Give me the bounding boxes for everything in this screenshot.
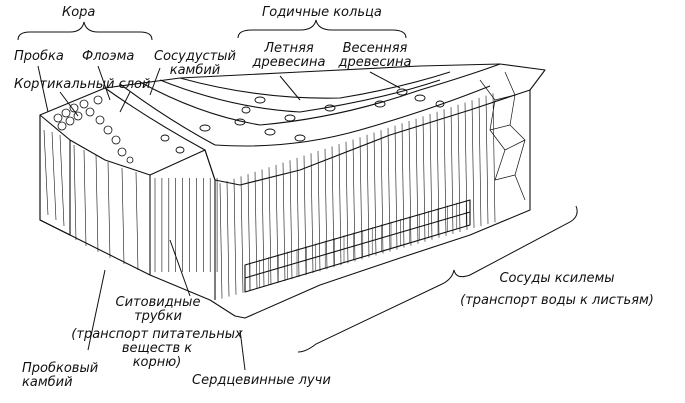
label-cortical-layer: Кортикальный слой <box>14 77 151 92</box>
label-vascular-cambium-line1: Сосудустый <box>154 49 236 64</box>
xylem-brace <box>297 205 578 353</box>
wood-fiber-line <box>387 127 391 252</box>
label-cork-cambium-line1: Пробковый <box>22 361 99 376</box>
label-summer-wood: Летняя древесина <box>244 42 334 70</box>
wood-fiber-line <box>310 153 314 274</box>
wood-fiber-line <box>394 125 398 250</box>
wood-fiber-line <box>464 102 468 231</box>
wood-fiber-line <box>373 132 377 256</box>
wood-fiber-line <box>436 111 440 238</box>
wood-fiber-line <box>303 155 307 276</box>
wood-fiber-line <box>331 146 335 268</box>
wood-fiber-line <box>233 178 237 295</box>
label-kora: Кора <box>62 5 96 20</box>
label-summer-wood-line2: древесина <box>252 55 326 70</box>
wood-fiber-line <box>324 148 328 270</box>
label-phloem: Флоэма <box>82 49 135 64</box>
wood-fiber-line <box>380 130 384 254</box>
label-cork-cambium: Пробковый камбий <box>22 362 98 390</box>
wood-fiber-line <box>296 157 300 278</box>
ray-band <box>244 199 471 293</box>
wood-fiber-line <box>261 169 265 287</box>
label-cork-cambium-line2: камбий <box>22 375 73 390</box>
wood-fiber-line <box>366 134 370 258</box>
wood-fiber-line <box>317 150 321 272</box>
wood-fiber-line <box>450 107 454 234</box>
wood-fiber-line <box>282 162 286 282</box>
label-xylem-vessels: Сосуды ксилемы (транспорт воды к листьям… <box>442 272 672 308</box>
label-xylem-vessels-line1: Сосуды ксилемы <box>499 271 615 286</box>
wood-fiber-line <box>247 174 251 291</box>
wood-fiber-line <box>289 160 293 280</box>
label-cork: Пробка <box>14 49 64 64</box>
wood-fiber-line <box>345 141 349 264</box>
wood-fiber-line <box>422 116 426 242</box>
label-sieve-transport-line3: корню) <box>132 355 182 370</box>
wood-fiber-line <box>485 95 489 225</box>
label-medullary-rays: Сердцевинные лучи <box>192 373 331 388</box>
label-sieve-transport-line2: веществ к <box>121 341 193 356</box>
label-sieve-transport-line1: (транспорт питательных <box>71 327 243 342</box>
wood-fiber-line <box>359 137 363 260</box>
wood-fiber-line <box>352 139 356 262</box>
label-summer-wood-line1: Летняя <box>264 41 314 56</box>
wood-fiber-line <box>275 164 279 283</box>
label-spring-wood-line1: Весенняя <box>342 41 408 56</box>
wood-fiber-line <box>226 180 230 297</box>
wood-fiber-line <box>492 93 496 223</box>
wood-fiber-line <box>240 176 244 293</box>
wood-fiber-line <box>415 118 419 244</box>
label-sieve-tubes-line1: Ситовидные <box>115 295 201 310</box>
label-vascular-cambium-line2: камбий <box>169 63 221 78</box>
wood-fiber-line <box>219 183 223 299</box>
wood-fiber-line <box>338 144 342 266</box>
label-vascular-cambium: Сосудустый камбий <box>140 50 250 78</box>
kora-brace <box>17 21 153 41</box>
label-sieve-transport: (транспорт питательных веществ к корню) <box>52 328 262 370</box>
label-spring-wood: Весенняя древесина <box>330 42 420 70</box>
wood-fiber-line <box>478 97 482 227</box>
label-xylem-vessels-line2: (транспорт воды к листьям) <box>460 293 654 308</box>
label-sieve-tubes: Ситовидные трубки <box>108 296 208 324</box>
label-annual-rings: Годичные кольца <box>262 5 382 20</box>
label-sieve-tubes-line2: трубки <box>134 309 182 324</box>
wood-fiber-line <box>471 100 475 229</box>
label-spring-wood-line2: древесина <box>338 55 412 70</box>
wood-fiber-line <box>401 123 405 248</box>
wood-fiber-line <box>268 167 272 285</box>
bark-face <box>39 114 71 236</box>
rings-brace <box>237 19 407 39</box>
wood-fiber-line <box>457 104 461 233</box>
wood-fiber-line <box>254 171 258 289</box>
wood-fiber-line <box>443 109 447 236</box>
wood-fiber-line <box>429 113 433 240</box>
wood-fiber-line <box>408 120 412 246</box>
